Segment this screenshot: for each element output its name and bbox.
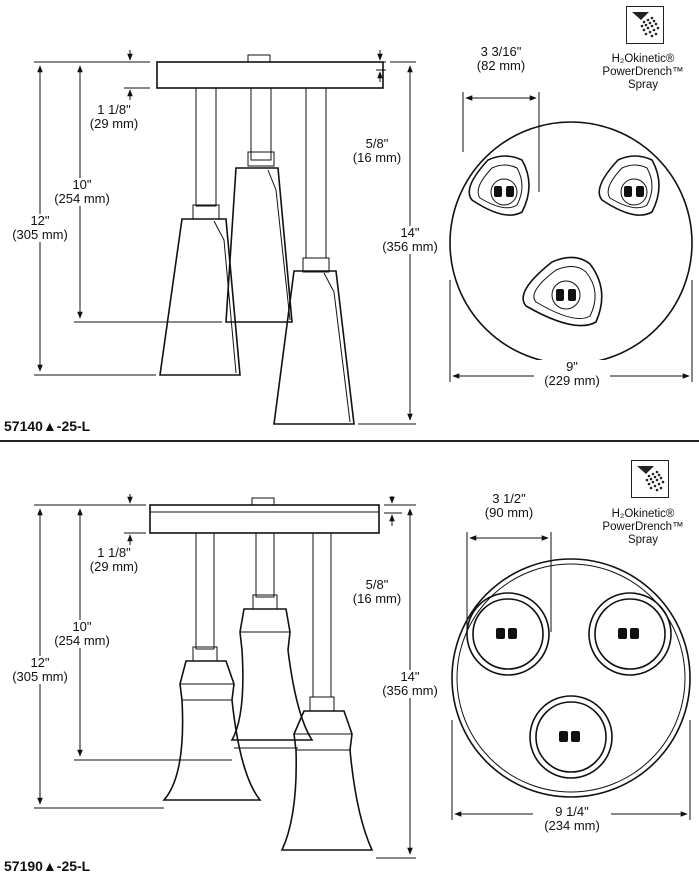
top-dim-long: 14"(356 mm) <box>372 226 448 254</box>
bottom-side-view <box>149 497 380 851</box>
top-plan-view <box>449 92 693 382</box>
section-divider <box>0 440 699 442</box>
spray-icon <box>631 460 669 498</box>
top-model-number: 57140▲-25-L <box>4 418 91 434</box>
bottom-dim-diameter: 9 1/4"(234 mm) <box>533 805 611 833</box>
top-dim-offset: 5/8"(16 mm) <box>352 136 402 165</box>
bottom-dim-long: 14"(356 mm) <box>372 670 448 698</box>
bottom-plan-view <box>451 532 691 820</box>
bottom-dim-offset: 5/8"(16 mm) <box>352 577 402 606</box>
bottom-nozzle-bottom <box>529 695 613 779</box>
top-nozzle-bottom <box>522 256 603 327</box>
bottom-model-number: 57190▲-25-L <box>4 858 91 874</box>
top-nozzle-left <box>468 155 530 216</box>
top-dim-diameter: 9"(229 mm) <box>534 360 610 388</box>
top-dim-short: 10"(254 mm) <box>46 178 118 206</box>
top-dim-spacing: 3 3/16"(82 mm) <box>476 44 526 73</box>
bottom-dim-spacing: 3 1/2"(90 mm) <box>484 491 534 520</box>
bottom-spray-label: H₂Okinetic® PowerDrench™ Spray <box>602 508 684 546</box>
bottom-dim-plate: 1 1/8"(29 mm) <box>89 545 139 574</box>
spray-icon <box>626 6 664 44</box>
top-spray-label: H₂Okinetic® PowerDrench™ Spray <box>602 53 684 91</box>
bottom-nozzle-left <box>466 592 550 676</box>
bottom-dim-short: 10"(254 mm) <box>46 620 118 648</box>
top-dim-mid: 12"(305 mm) <box>2 214 78 242</box>
bottom-dim-mid: 12"(305 mm) <box>2 656 78 684</box>
top-dim-plate: 1 1/8"(29 mm) <box>89 102 139 131</box>
top-side-view <box>156 54 384 425</box>
bottom-nozzle-right <box>588 592 672 676</box>
top-nozzle-right <box>598 155 660 216</box>
